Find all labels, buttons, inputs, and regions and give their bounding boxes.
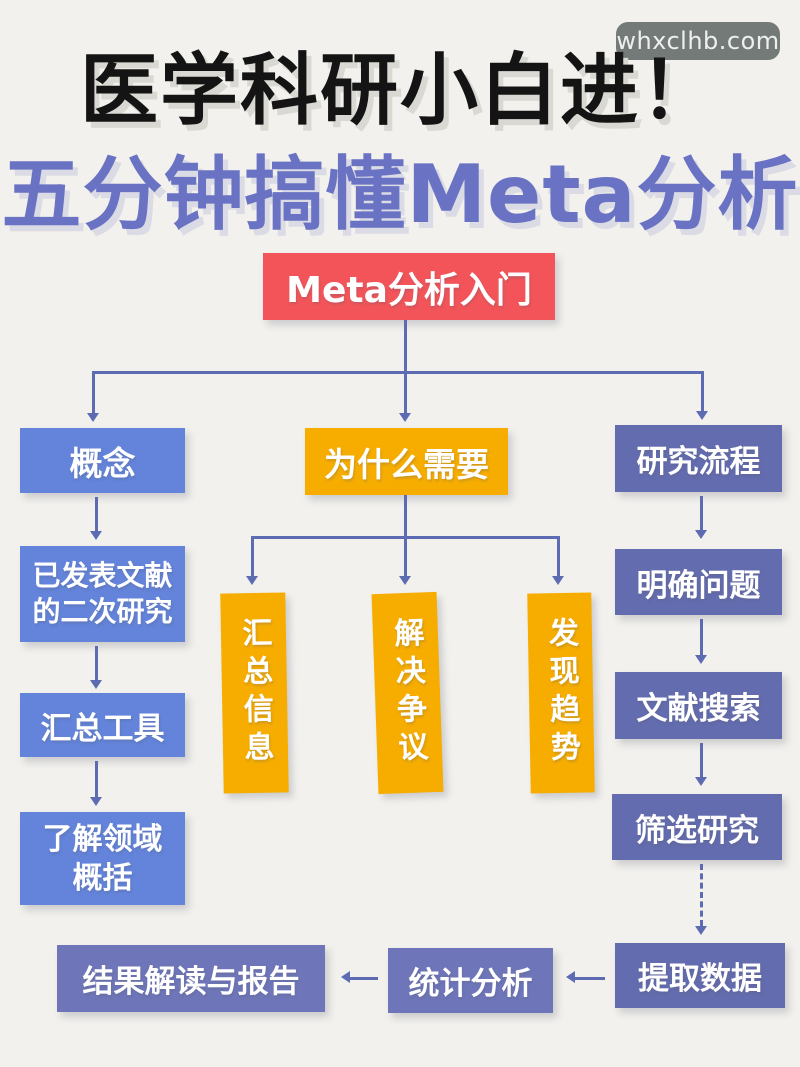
arrowhead-process-2	[695, 655, 707, 664]
node-secondary-research: 已发表文献 的二次研究	[20, 546, 185, 642]
connector-why-stem	[404, 495, 407, 537]
arrowhead-concept-1	[90, 531, 102, 540]
arrowhead-middle-leg	[399, 413, 411, 422]
arrowhead-reason-2	[399, 576, 411, 585]
connector-reason-1	[251, 536, 254, 576]
connector-process-1	[700, 496, 703, 530]
connector-middle-leg	[404, 371, 407, 413]
connector-process-2	[700, 619, 703, 655]
node-reason-aggregate-info: 汇总信息	[220, 592, 289, 794]
node-research-process: 研究流程	[615, 425, 782, 492]
connector-right-leg	[701, 371, 704, 411]
arrowhead-process-4	[695, 926, 707, 935]
node-statistical-analysis: 统计分析	[388, 948, 553, 1013]
arrowhead-right-leg	[696, 411, 708, 420]
node-literature-search: 文献搜索	[615, 672, 782, 739]
arrowhead-concept-3	[90, 797, 102, 806]
connector-reason-2	[404, 536, 407, 576]
watermark-badge: whxclhb.com	[616, 22, 780, 60]
connector-process-4-dashed	[700, 864, 703, 926]
arrowhead-left-leg	[87, 413, 99, 422]
arrowhead-process-3	[695, 777, 707, 786]
node-summary-tool: 汇总工具	[20, 693, 185, 757]
connector-left-leg	[92, 371, 95, 413]
connector-root-stem	[404, 320, 407, 372]
watermark-text: whxclhb.com	[616, 27, 780, 55]
arrowhead-extract-to-stats	[566, 971, 575, 983]
connector-reason-3	[557, 536, 560, 576]
connector-concept-3	[95, 761, 98, 797]
node-concept: 概念	[20, 428, 185, 493]
connector-stats-to-report	[350, 977, 378, 980]
node-extract-data: 提取数据	[615, 943, 785, 1008]
node-reason-find-trend: 发现趋势	[527, 592, 595, 794]
connector-process-3	[700, 743, 703, 777]
connector-extract-to-stats	[575, 977, 605, 980]
connector-main-horizontal	[92, 371, 704, 374]
arrowhead-process-1	[695, 530, 707, 539]
arrowhead-reason-3	[552, 576, 564, 585]
node-screen-studies: 筛选研究	[612, 794, 782, 860]
node-reason-resolve-dispute: 解决争议	[371, 591, 444, 795]
node-field-overview: 了解领域 概括	[20, 812, 185, 905]
connector-concept-2	[95, 646, 98, 680]
node-interpret-report: 结果解读与报告	[57, 945, 325, 1012]
node-define-question: 明确问题	[615, 549, 782, 615]
arrowhead-stats-to-report	[341, 971, 350, 983]
page-title: 医学科研小白进！	[79, 46, 720, 136]
arrowhead-reason-1	[246, 576, 258, 585]
node-root: Meta分析入门	[263, 253, 555, 320]
node-why-needed: 为什么需要	[305, 428, 508, 495]
arrowhead-concept-2	[90, 680, 102, 689]
connector-concept-1	[95, 497, 98, 531]
page-subtitle: 五分钟搞懂Meta分析	[1, 148, 799, 241]
